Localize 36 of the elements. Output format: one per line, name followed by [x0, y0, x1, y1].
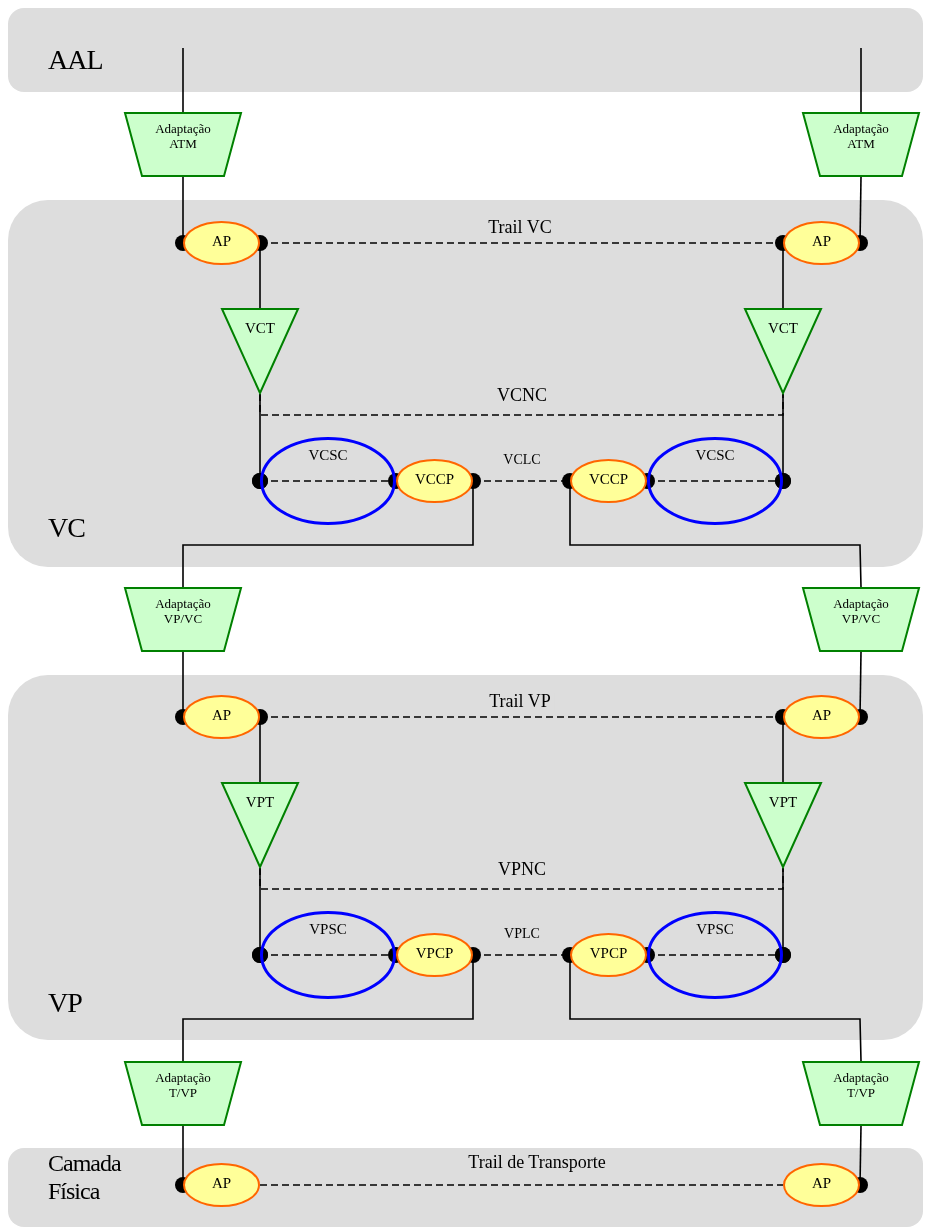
node-label: VPSC — [695, 921, 735, 939]
node-label: Adaptação VP/VC — [154, 597, 212, 627]
node-label: Adaptação ATM — [832, 122, 890, 152]
layer-band — [8, 1148, 923, 1227]
node-label: AP — [810, 1175, 833, 1193]
node-label: AP — [810, 233, 833, 251]
layer-label: VC — [48, 512, 86, 545]
node-label: VPCP — [414, 945, 455, 963]
node-label: VCCP — [413, 471, 456, 489]
node-label: AP — [210, 1175, 233, 1193]
node-label: Adaptação ATM — [154, 122, 212, 152]
node-label: Adaptação T/VP — [154, 1071, 212, 1101]
node-label: AP — [810, 707, 833, 725]
layer-label: VP — [48, 987, 83, 1020]
node-label: Adaptação T/VP — [832, 1071, 890, 1101]
node-label: VPT — [767, 794, 799, 812]
node-label: VCT — [244, 320, 276, 338]
layer-band — [8, 8, 923, 92]
node-label: AP — [210, 707, 233, 725]
layer-band — [8, 675, 923, 1040]
layer-label: AAL — [48, 44, 104, 77]
node-label: VCSC — [307, 447, 349, 465]
dashed-connector — [259, 1184, 784, 1186]
node-label: VCT — [767, 320, 799, 338]
connector-line — [182, 47, 184, 113]
node-label: VCSC — [694, 447, 736, 465]
node-label: VPT — [244, 794, 276, 812]
layer-label: Camada Física — [48, 1150, 123, 1206]
edge-label: Trail de Transporte — [465, 1153, 609, 1173]
layer-band — [8, 200, 923, 567]
node-label: VPCP — [588, 945, 629, 963]
node-label: VPSC — [308, 921, 348, 939]
connector-line — [860, 47, 862, 113]
node-label: VCCP — [587, 471, 630, 489]
node-label: Adaptação VP/VC — [832, 597, 890, 627]
node-label: AP — [210, 233, 233, 251]
